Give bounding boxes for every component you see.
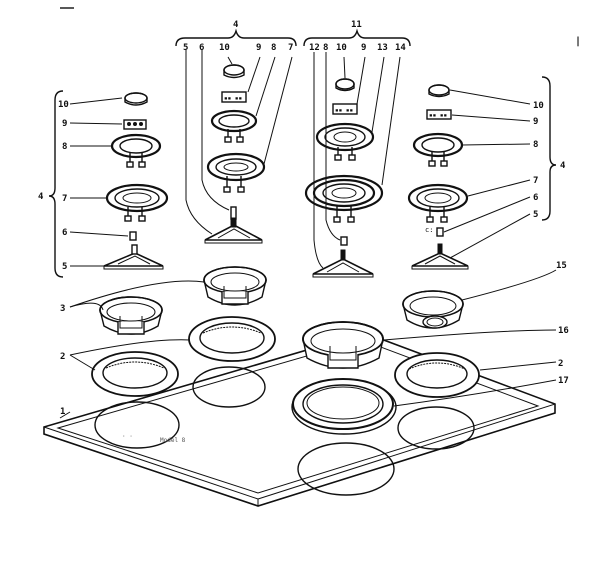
callout-r-2: 2 bbox=[558, 359, 563, 369]
callout-r-15: 15 bbox=[556, 261, 567, 271]
svg-text:▪▪ ▪▪: ▪▪ ▪▪ bbox=[335, 107, 353, 114]
trim-ring-large bbox=[292, 378, 394, 430]
callout-left-3: 3 bbox=[60, 304, 65, 314]
callout-r-8: 8 bbox=[533, 140, 538, 150]
callout-group-top-left: 4 bbox=[233, 20, 239, 30]
drip-pan-back bbox=[203, 266, 267, 306]
callout-tm-14: 14 bbox=[395, 43, 406, 53]
drip-pan-left bbox=[99, 296, 163, 335]
callout-labels: 4 4 11 4 10 9 8 7 6 5 5 6 10 9 8 7 12 8 … bbox=[38, 20, 569, 417]
callout-left-6: 6 bbox=[62, 228, 67, 238]
bracket-right-group bbox=[541, 76, 557, 221]
callout-r-7: 7 bbox=[533, 176, 538, 186]
callout-tl-9: 9 bbox=[256, 43, 261, 53]
callout-r-5: 5 bbox=[533, 210, 538, 220]
callout-left-2: 2 bbox=[60, 352, 65, 362]
callout-tl-8: 8 bbox=[271, 43, 276, 53]
callout-tm-9: 9 bbox=[361, 43, 366, 53]
callout-tl-5: 5 bbox=[183, 43, 188, 53]
bracket-top-mid bbox=[312, 249, 374, 278]
bracket-left bbox=[103, 244, 164, 270]
callout-r-10: 10 bbox=[533, 101, 544, 111]
callout-group-top-mid: 11 bbox=[351, 20, 362, 30]
svg-text:▪▪ ▪▪: ▪▪ ▪▪ bbox=[224, 95, 242, 102]
svg-text:· ·: · · bbox=[122, 433, 133, 440]
svg-text:c:: c: bbox=[425, 226, 433, 234]
callout-left-9: 9 bbox=[62, 119, 67, 129]
callout-tl-7: 7 bbox=[288, 43, 293, 53]
callout-tm-8: 8 bbox=[323, 43, 328, 53]
panel-hole-right bbox=[397, 406, 475, 450]
callout-tm-13: 13 bbox=[377, 43, 388, 53]
callout-tl-6: 6 bbox=[199, 43, 204, 53]
bracket-top-left-group bbox=[175, 28, 297, 47]
callout-left-1: 1 bbox=[60, 407, 65, 417]
panel-stamp: Model 8 bbox=[160, 437, 186, 444]
bracket-right bbox=[411, 243, 469, 270]
callout-tl-10: 10 bbox=[219, 43, 230, 53]
top-left-element-stack: ▪▪ ▪▪ bbox=[206, 64, 266, 193]
left-element-stack bbox=[105, 92, 169, 241]
callout-r-6: 6 bbox=[533, 193, 538, 203]
leader-lines bbox=[59, 50, 557, 419]
right-element-stack: ▪▪ ▪▪ c: bbox=[407, 84, 469, 237]
drip-pan-center bbox=[302, 321, 384, 369]
trim-ring-left bbox=[91, 351, 179, 397]
callout-left-7: 7 bbox=[62, 194, 67, 204]
panel-hole-front-center bbox=[297, 442, 395, 496]
trim-ring-back-left bbox=[188, 316, 276, 362]
callout-left-5: 5 bbox=[62, 262, 67, 272]
drip-pan-right bbox=[402, 290, 464, 329]
panel-hole-back-left bbox=[192, 366, 266, 408]
callout-tm-12: 12 bbox=[309, 43, 320, 53]
callout-tm-10: 10 bbox=[336, 43, 347, 53]
corner-mark: | bbox=[575, 36, 581, 47]
callout-group-right: 4 bbox=[560, 161, 566, 171]
bracket-left-group bbox=[48, 90, 64, 278]
callout-r-16: 16 bbox=[558, 326, 569, 336]
top-mid-element-stack: ▪▪ ▪▪ bbox=[304, 78, 384, 246]
callout-left-10: 10 bbox=[58, 100, 69, 110]
callout-left-8: 8 bbox=[62, 142, 67, 152]
svg-text:▪▪ ▪▪: ▪▪ ▪▪ bbox=[429, 112, 447, 119]
bracket-top-mid-group bbox=[303, 28, 411, 47]
callout-group-left: 4 bbox=[38, 192, 44, 202]
callout-r-9: 9 bbox=[533, 117, 538, 127]
callout-r-17: 17 bbox=[558, 376, 569, 386]
bracket-top-left bbox=[204, 206, 263, 244]
trim-ring-right bbox=[394, 352, 480, 398]
panel-hole-front-left bbox=[94, 401, 180, 449]
